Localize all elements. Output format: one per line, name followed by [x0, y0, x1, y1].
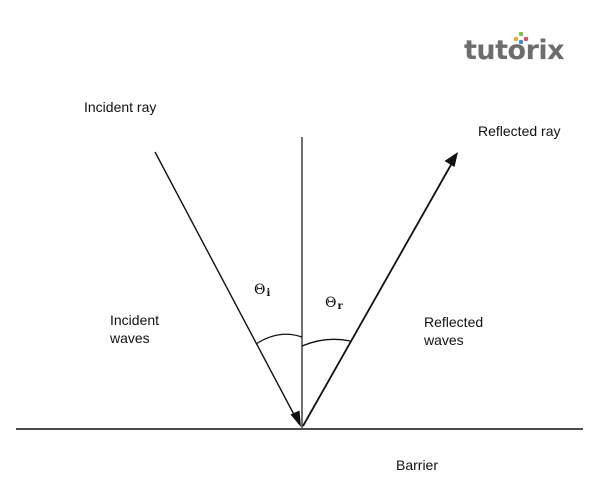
incident-ray-label: Incident ray	[84, 99, 157, 115]
reflected-angle-arc	[301, 338, 351, 347]
logo-dot-icon	[519, 32, 523, 36]
incident-ray-arrow	[154, 151, 300, 425]
incident-arrowhead	[290, 410, 301, 427]
logo-dot-icon	[514, 37, 518, 41]
logo-text: tutorix	[464, 35, 565, 66]
logo-dot-icon	[524, 37, 528, 41]
reflected-arrowhead	[444, 152, 458, 167]
incident-angle-symbol: Θ	[254, 282, 266, 298]
incident-angle-arc	[255, 333, 303, 345]
reflected-waves-label-line1: Reflected	[424, 314, 484, 330]
incident-angle-subscript: i	[266, 288, 271, 299]
reflected-angle-label: Θr	[325, 295, 343, 315]
reflected-angle-subscript: r	[337, 301, 343, 312]
reflected-waves-label-line2: waves	[424, 332, 464, 348]
tutorix-logo: tutorix	[464, 32, 582, 72]
incident-waves-label-line2: waves	[110, 330, 150, 346]
reflected-ray-label: Reflected ray	[478, 123, 561, 139]
reflected-angle-symbol: Θ	[325, 295, 337, 311]
logo-dots-icon	[514, 32, 534, 44]
reflected-ray-arrow	[302, 162, 453, 427]
incident-waves-label-line1: Incident	[110, 312, 160, 328]
incident-angle-label: Θi	[254, 282, 270, 302]
barrier-label: Barrier	[396, 457, 439, 473]
logo-dot-icon	[519, 40, 523, 44]
